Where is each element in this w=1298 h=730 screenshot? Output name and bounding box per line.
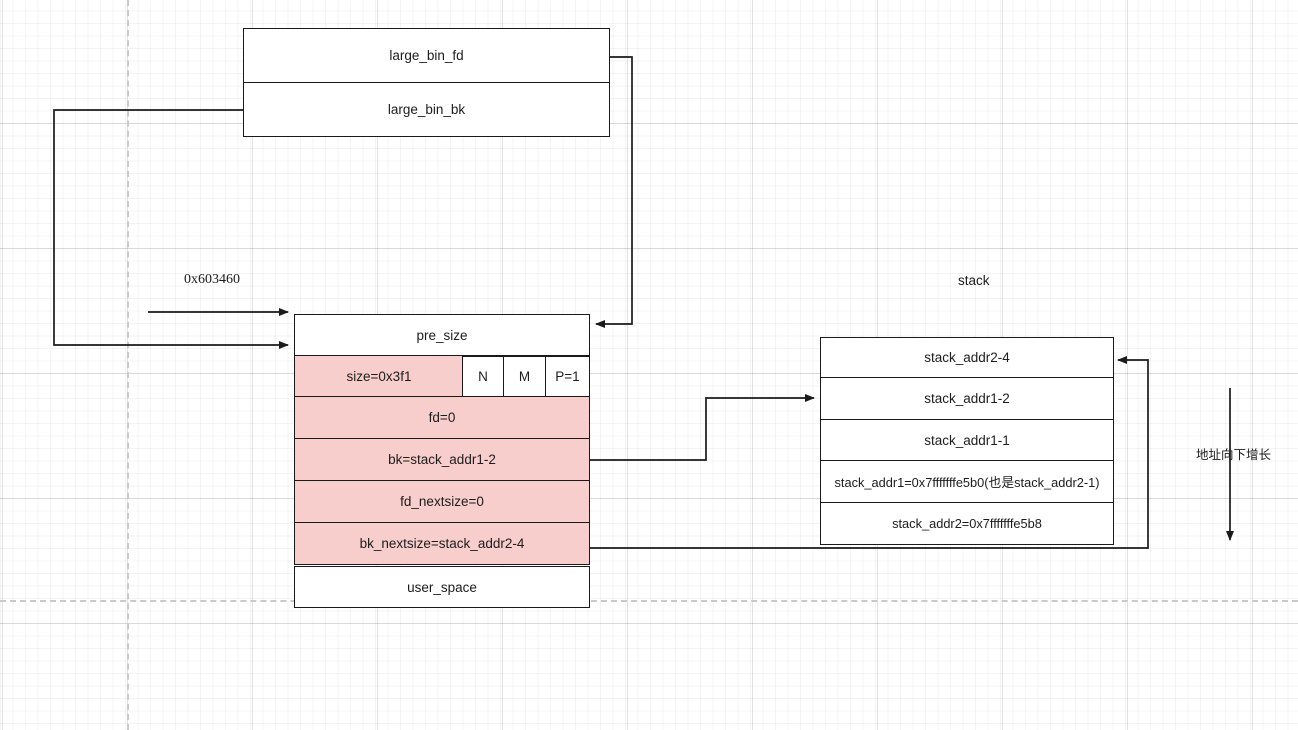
heap-address-label: 0x603460 xyxy=(184,272,240,287)
chunk-flag-n-label: N xyxy=(478,369,488,384)
large-bin-fd-label: large_bin_fd xyxy=(389,48,464,63)
chunk-flag-m[interactable]: M xyxy=(504,356,546,397)
chunk-row-fd[interactable]: fd=0 xyxy=(294,397,590,439)
stack-row-1-label: stack_addr1-2 xyxy=(924,391,1010,406)
chunk-row-bk[interactable]: bk=stack_addr1-2 xyxy=(294,439,590,481)
chunk-user-space-label: user_space xyxy=(407,579,477,595)
stack-title-label: stack xyxy=(958,273,990,288)
chunk-row-bk-nextsize[interactable]: bk_nextsize=stack_addr2-4 xyxy=(294,523,590,565)
chunk-pre-size-label: pre_size xyxy=(416,327,468,343)
address-grows-down-label: 地址向下增长 xyxy=(1196,447,1272,462)
chunk-flag-m-label: M xyxy=(518,369,531,384)
chunk-fd-nextsize-label: fd_nextsize=0 xyxy=(400,494,484,509)
large-bin-fd-row[interactable]: large_bin_fd xyxy=(243,28,610,83)
stack-row-4-label: stack_addr2=0x7fffffffe5b8 xyxy=(892,516,1042,531)
chunk-bk-nextsize-label: bk_nextsize=stack_addr2-4 xyxy=(359,536,525,551)
chunk-row-fd-nextsize[interactable]: fd_nextsize=0 xyxy=(294,481,590,523)
stack-row-2-label: stack_addr1-1 xyxy=(924,432,1010,448)
large-bin-bk-row[interactable]: large_bin_bk xyxy=(243,83,610,137)
guide-line-horizontal xyxy=(0,600,1298,602)
chunk-flag-n[interactable]: N xyxy=(462,356,504,397)
chunk-row-pre-size[interactable]: pre_size xyxy=(294,314,590,356)
stack-row-addr1-minus-2[interactable]: stack_addr1-2 xyxy=(820,378,1114,420)
chunk-size-label: size=0x3f1 xyxy=(346,368,412,384)
stack-row-addr1[interactable]: stack_addr1=0x7fffffffe5b0(也是stack_addr2… xyxy=(820,461,1114,503)
chunk-bk-label: bk=stack_addr1-2 xyxy=(388,452,496,467)
stack-row-0-label: stack_addr2-4 xyxy=(924,350,1010,365)
guide-line-vertical xyxy=(127,0,129,730)
chunk-flag-p-label: P=1 xyxy=(555,369,580,384)
chunk-row-user-space[interactable]: user_space xyxy=(294,566,590,608)
stack-row-addr1-minus-1[interactable]: stack_addr1-1 xyxy=(820,420,1114,461)
stack-row-addr2-minus-4[interactable]: stack_addr2-4 xyxy=(820,337,1114,378)
chunk-fd-label: fd=0 xyxy=(428,410,456,425)
stack-row-3-label: stack_addr1=0x7fffffffe5b0(也是stack_addr2… xyxy=(834,475,1100,490)
large-bin-bk-label: large_bin_bk xyxy=(387,102,466,117)
stack-row-addr2[interactable]: stack_addr2=0x7fffffffe5b8 xyxy=(820,503,1114,545)
chunk-flag-p[interactable]: P=1 xyxy=(546,356,590,397)
